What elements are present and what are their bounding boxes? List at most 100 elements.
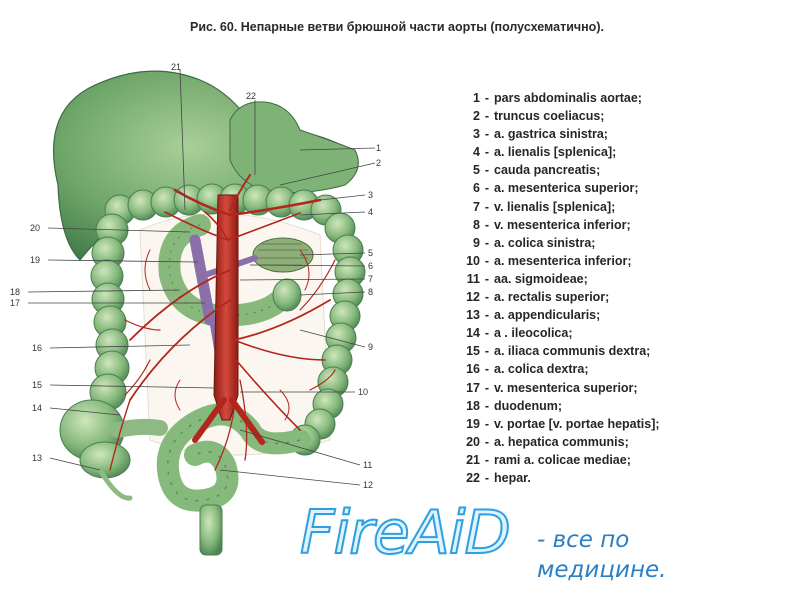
legend-number: 6 [473, 181, 480, 196]
legend-item: 8-v. mesenterica inferior; [462, 216, 660, 234]
legend-item: 17-v. mesenterica superior; [462, 379, 660, 397]
legend-separator: - [484, 145, 490, 160]
legend-separator: - [484, 362, 490, 377]
legend-separator: - [484, 398, 490, 413]
callout-label: 3 [368, 190, 373, 200]
legend-text: duodenum; [494, 398, 563, 413]
ileum [110, 418, 168, 438]
legend-separator: - [484, 308, 490, 323]
appendix [97, 467, 133, 501]
anatomy-illustration: 21 22 1 2 3 4 5 6 7 8 9 10 11 12 20 19 1… [10, 62, 381, 556]
callout-label: 19 [30, 255, 40, 265]
legend-number: 9 [473, 235, 480, 250]
callout-label: 7 [368, 274, 373, 284]
callout-label: 2 [376, 158, 381, 168]
legend-text: v. lienalis [splenica]; [494, 199, 616, 214]
legend-text: hepar. [494, 470, 531, 485]
legend-item: 5-cauda pancreatis; [462, 161, 660, 179]
legend-separator: - [484, 434, 490, 449]
legend-separator: - [484, 199, 490, 214]
callout-label: 8 [368, 287, 373, 297]
legend-item: 9-a. colica sinistra; [462, 234, 660, 252]
legend-number: 5 [473, 163, 480, 178]
legend-number: 22 [466, 470, 480, 485]
legend-separator: - [484, 452, 490, 467]
legend-text: rami a. colicae mediae; [494, 452, 631, 467]
legend-separator: - [484, 380, 490, 395]
legend-text: truncus coeliacus; [494, 109, 605, 124]
callout-label: 14 [32, 403, 42, 413]
legend-number: 2 [473, 109, 480, 124]
legend-separator: - [484, 290, 490, 305]
callout-label: 9 [368, 342, 373, 352]
legend-number: 16 [466, 362, 480, 377]
callout-label: 20 [30, 223, 40, 233]
stomach [229, 101, 359, 194]
legend-text: a. mesenterica superior; [494, 181, 639, 196]
legend-number: 3 [473, 127, 480, 142]
legend-separator: - [484, 181, 490, 196]
legend-separator: - [484, 217, 490, 232]
legend-number: 21 [466, 452, 480, 467]
legend-number: 8 [473, 217, 480, 232]
legend-item: 11-aa. sigmoideae; [462, 270, 660, 288]
legend-separator: - [484, 416, 490, 431]
legend-text: a. mesenterica inferior; [494, 253, 632, 268]
callout-label: 21 [171, 62, 181, 72]
legend-number: 18 [466, 398, 480, 413]
legend-item: 2-truncus coeliacus; [462, 107, 660, 125]
callout-label: 11 [363, 460, 372, 470]
legend-item: 22-hepar. [462, 469, 660, 487]
legend-number: 10 [466, 253, 480, 268]
legend-item: 12-a. rectalis superior; [462, 288, 660, 306]
legend-number: 14 [466, 326, 480, 341]
figure-title: Рис. 60. Непарные ветви брюшной части ао… [190, 20, 604, 34]
legend-text: v. mesenterica inferior; [494, 217, 631, 232]
callout-label: 18 [10, 287, 20, 297]
legend-item: 6-a. mesenterica superior; [462, 179, 660, 197]
legend-item: 21-rami a. colicae mediae; [462, 451, 660, 469]
callout-label: 15 [32, 380, 42, 390]
legend-item: 1-pars abdominalis aortae; [462, 89, 660, 107]
callout-label: 10 [358, 387, 368, 397]
callout-label: 13 [32, 453, 42, 463]
legend-text: a. lienalis [splenica]; [494, 145, 617, 160]
callout-label: 4 [368, 207, 373, 217]
legend-item: 10-a. mesenterica inferior; [462, 252, 660, 270]
legend-list: 1-pars abdominalis aortae;2-truncus coel… [462, 89, 660, 487]
legend-number: 19 [466, 416, 480, 431]
callout-lines [27, 69, 376, 486]
callout-numbers: 21 22 1 2 3 4 5 6 7 8 9 10 11 12 20 19 1… [10, 62, 381, 490]
callout-label: 1 [376, 143, 381, 153]
callout-label: 5 [368, 248, 373, 258]
legend-number: 15 [466, 344, 480, 359]
legend-item: 3-a. gastrica sinistra; [462, 125, 660, 143]
legend-number: 4 [473, 145, 480, 160]
legend-separator: - [484, 470, 490, 485]
watermark-line2: медицине. [537, 557, 667, 583]
watermark-tagline: - все по медицине. [537, 525, 737, 585]
legend-separator: - [484, 326, 490, 341]
legend-separator: - [484, 344, 490, 359]
legend-text: a. appendicularis; [494, 308, 601, 323]
watermark-brand: FireAiD [299, 497, 512, 569]
legend-text: a . ileocolica; [494, 326, 573, 341]
callout-label: 22 [246, 91, 256, 101]
legend-text: cauda pancreatis; [494, 163, 601, 178]
legend-text: pars abdominalis aortae; [494, 91, 642, 105]
legend-number: 17 [466, 380, 480, 395]
callout-label: 12 [363, 480, 373, 490]
legend-text: a. rectalis superior; [494, 290, 610, 305]
legend-text: v. portae [v. portae hepatis]; [494, 416, 660, 431]
legend-item: 19-v. portae [v. portae hepatis]; [462, 415, 660, 433]
callout-label: 17 [10, 298, 20, 308]
legend-item: 7-v. lienalis [splenica]; [462, 198, 660, 216]
legend-separator: - [484, 109, 490, 124]
legend-separator: - [484, 271, 490, 286]
aorta [213, 194, 239, 421]
legend-text: a. iliaca communis dextra; [494, 344, 651, 359]
legend-number: 20 [466, 434, 480, 449]
legend-number: 7 [473, 199, 480, 214]
legend-item: 4-a. lienalis [splenica]; [462, 143, 660, 161]
legend-number: 12 [466, 290, 480, 305]
